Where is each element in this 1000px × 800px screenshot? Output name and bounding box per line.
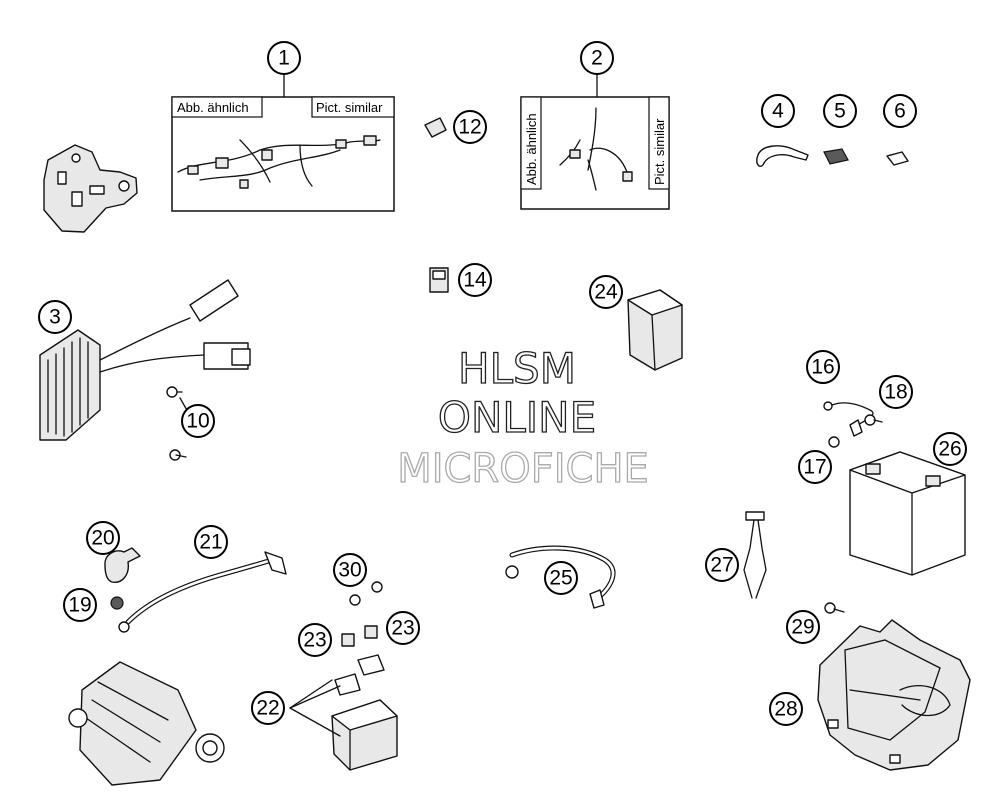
callout-28[interactable]: 28: [769, 692, 803, 726]
callout-22-number: 22: [256, 697, 279, 720]
grommet-clip: [886, 151, 909, 166]
callout-25-number: 25: [549, 567, 572, 590]
callout-21-number: 21: [199, 531, 222, 554]
callout-10[interactable]: 10: [181, 404, 215, 438]
battery-holder: [817, 619, 971, 771]
voltage-regulator: [39, 279, 251, 441]
box1-left-tag: Abb. ähnlich: [177, 100, 249, 115]
callout-21[interactable]: 21: [194, 525, 228, 559]
battery-plus-cable: [505, 545, 616, 609]
callout-12-number: 12: [458, 116, 481, 139]
callout-24[interactable]: 24: [589, 275, 623, 309]
callout-6[interactable]: 6: [883, 94, 917, 128]
callout-1-number: 1: [278, 47, 290, 70]
fuse-right: [364, 625, 378, 639]
callout-16[interactable]: 16: [806, 350, 840, 384]
callout-24-number: 24: [594, 281, 618, 304]
callout-23-left-number: 23: [303, 629, 326, 652]
callout-14[interactable]: 14: [458, 263, 492, 297]
callout-30-number: 30: [338, 559, 361, 582]
battery: [849, 451, 966, 576]
callout-20-number: 20: [91, 527, 114, 550]
holder-screw: [824, 602, 845, 614]
terminal-cap: [104, 547, 141, 583]
callout-2-number: 2: [591, 47, 603, 70]
main-harness-box: Abb. ähnlich Pict. similar: [171, 73, 395, 212]
callout-6-number: 6: [894, 100, 906, 123]
callout-27[interactable]: 27: [705, 548, 739, 582]
battery-strap: [743, 511, 767, 599]
sub-harness-box: Abb. ähnlich Pict. similar: [520, 73, 670, 210]
bulb: [424, 117, 447, 138]
cable-tie: [756, 145, 809, 167]
callout-26[interactable]: 26: [933, 432, 967, 466]
battery-minus-cable: [823, 401, 874, 437]
callout-23-right[interactable]: 23: [386, 611, 420, 645]
callout-17[interactable]: 17: [798, 450, 832, 484]
callout-18-number: 18: [884, 381, 907, 404]
callout-19[interactable]: 19: [63, 588, 97, 622]
callout-12[interactable]: 12: [453, 110, 487, 144]
callout-29-number: 29: [791, 616, 814, 639]
callout-5-number: 5: [834, 100, 846, 123]
callout-14-number: 14: [463, 269, 487, 292]
box2-left-tag: Abb. ähnlich: [524, 113, 539, 185]
starter-cable: [118, 551, 287, 633]
callout-16-number: 16: [811, 356, 834, 379]
box1-right-tag: Pict. similar: [316, 100, 383, 115]
callout-26-number: 26: [938, 438, 961, 461]
callout-25[interactable]: 25: [544, 561, 578, 595]
callout-1[interactable]: 1: [267, 41, 301, 75]
callout-18[interactable]: 18: [879, 375, 913, 409]
control-unit: [627, 289, 683, 371]
callout-5[interactable]: 5: [823, 94, 857, 128]
callout-23-right-number: 23: [391, 617, 414, 640]
box2-right-tag: Pict. similar: [652, 118, 667, 185]
callout-30[interactable]: 30: [333, 553, 367, 587]
callout-23-left[interactable]: 23: [298, 623, 332, 657]
battery-washer: [828, 436, 840, 448]
callout-17-number: 17: [803, 456, 826, 479]
callout-20[interactable]: 20: [86, 521, 120, 555]
callout-28-number: 28: [774, 698, 797, 721]
starter-motor: [68, 661, 225, 786]
callout-22[interactable]: 22: [251, 691, 285, 725]
callout-3-number: 3: [49, 306, 61, 329]
fuse-left: [341, 633, 355, 647]
mounting-bracket: [43, 144, 138, 233]
regulator-screws: [166, 386, 187, 461]
fuse-box-screws: [349, 581, 383, 606]
callout-29[interactable]: 29: [786, 610, 820, 644]
cable-clip: [823, 148, 849, 165]
callout-2[interactable]: 2: [580, 41, 614, 75]
callout-19-number: 19: [68, 594, 91, 617]
callout-4-number: 4: [772, 100, 784, 123]
callout-10-number: 10: [186, 410, 209, 433]
watermark-line-3: MICROFICHE: [397, 446, 649, 492]
hex-nut: [110, 596, 124, 610]
battery-screw: [864, 414, 883, 426]
callout-27-number: 27: [710, 554, 733, 577]
small-relay: [429, 267, 449, 293]
watermark-line-2: ONLINE: [438, 393, 596, 442]
callout-3[interactable]: 3: [38, 300, 72, 334]
callout-4[interactable]: 4: [761, 94, 795, 128]
watermark: HLSM ONLINE MICROFICHE: [397, 343, 650, 492]
starter-relay: [289, 654, 398, 771]
watermark-line-1: HLSM: [458, 344, 576, 393]
